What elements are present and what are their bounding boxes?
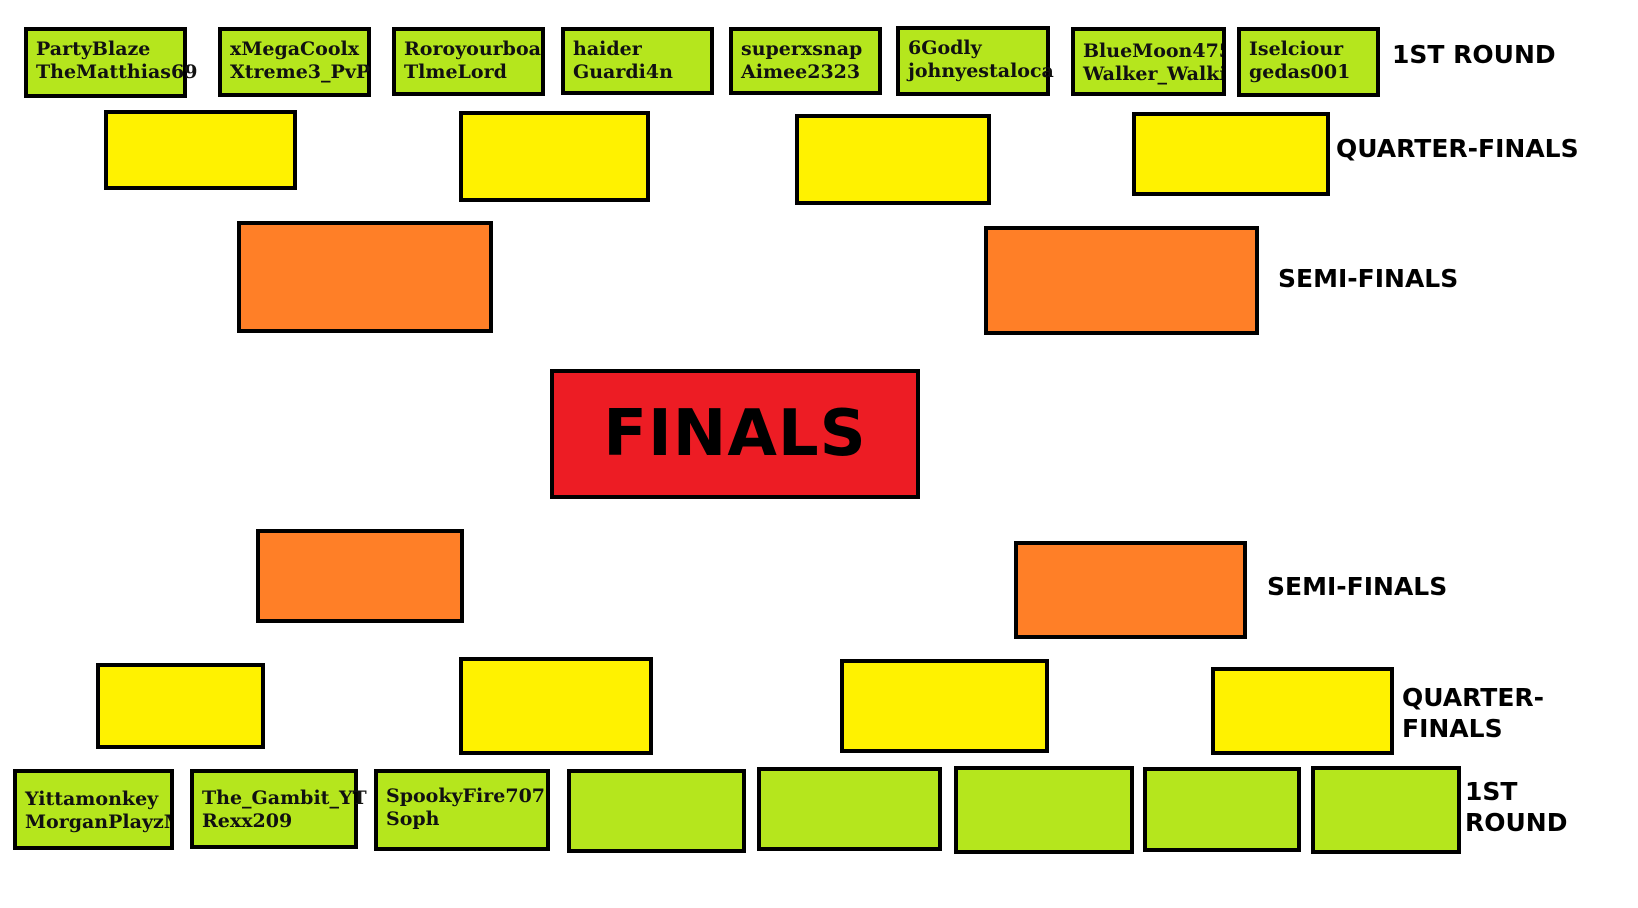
player-name: Guardi4n	[573, 61, 673, 83]
top-r1-match-3: Roroyourboat_TlmeLord	[392, 27, 545, 96]
bottom-first-round-label-line2: ROUND	[1465, 808, 1568, 837]
player-name: TheMatthias69	[36, 61, 198, 83]
player-name: SpookyFire707	[386, 785, 546, 807]
top-qf-match-2	[459, 111, 650, 202]
bottom-qf-match-3	[840, 659, 1049, 753]
player-name: johnyestaloca	[908, 60, 1054, 82]
top-qf-match-1	[104, 110, 297, 190]
player-name: haider	[573, 38, 642, 60]
player-name: gedas001	[1249, 61, 1351, 83]
top-semi-finals-label: SEMI-FINALS	[1278, 264, 1459, 293]
bottom-r1-match-8	[1311, 766, 1461, 854]
player-name: PartyBlaze	[36, 38, 151, 60]
top-sf-match-2	[984, 226, 1259, 335]
player-name: Rexx209	[202, 810, 293, 832]
bottom-r1-match-1: YittamonkeyMorganPlayzMc	[13, 769, 174, 850]
bottom-qf-match-4	[1211, 667, 1394, 755]
player-name: Iselciour	[1249, 38, 1344, 60]
player-name: Soph	[386, 808, 440, 830]
bottom-sf-match-2	[1014, 541, 1247, 639]
player-name: Yittamonkey	[25, 788, 159, 810]
player-name: 6Godly	[908, 37, 982, 59]
player-name: Roroyourboat_	[404, 38, 545, 60]
player-name: TlmeLord	[404, 61, 507, 83]
finals-title: FINALS	[603, 397, 867, 471]
bottom-semi-finals-label: SEMI-FINALS	[1267, 572, 1448, 601]
bottom-r1-match-5	[757, 767, 942, 851]
top-first-round-label: 1ST ROUND	[1392, 40, 1556, 69]
bottom-r1-match-7	[1143, 767, 1301, 852]
player-name: MorganPlayzMc	[25, 811, 170, 833]
bottom-r1-match-4	[567, 769, 746, 853]
bottom-first-round-label-line1: 1ST	[1465, 777, 1518, 806]
bottom-quarter-finals-label-line1: QUARTER-	[1402, 683, 1545, 712]
bottom-sf-match-1	[256, 529, 464, 623]
player-name: superxsnap	[741, 38, 863, 60]
player-name: Aimee2323	[741, 61, 861, 83]
top-qf-match-3	[795, 114, 991, 205]
top-quarter-finals-label: QUARTER-FINALS	[1336, 134, 1579, 163]
top-qf-match-4	[1132, 112, 1330, 196]
player-name: xMegaCoolx	[230, 38, 360, 60]
finals-box: FINALS	[550, 369, 920, 499]
player-name: The_Gambit_YT	[202, 787, 367, 809]
player-name: Xtreme3_PvP	[230, 61, 371, 83]
bottom-quarter-finals-label-line2: FINALS	[1402, 714, 1503, 743]
player-name: Walker_Walkis	[1083, 63, 1226, 85]
bottom-r1-match-6	[954, 766, 1134, 854]
bottom-qf-match-1	[96, 663, 265, 749]
bottom-qf-match-2	[459, 657, 653, 755]
top-sf-match-1	[237, 221, 493, 333]
player-name: BlueMoon475	[1083, 40, 1226, 62]
